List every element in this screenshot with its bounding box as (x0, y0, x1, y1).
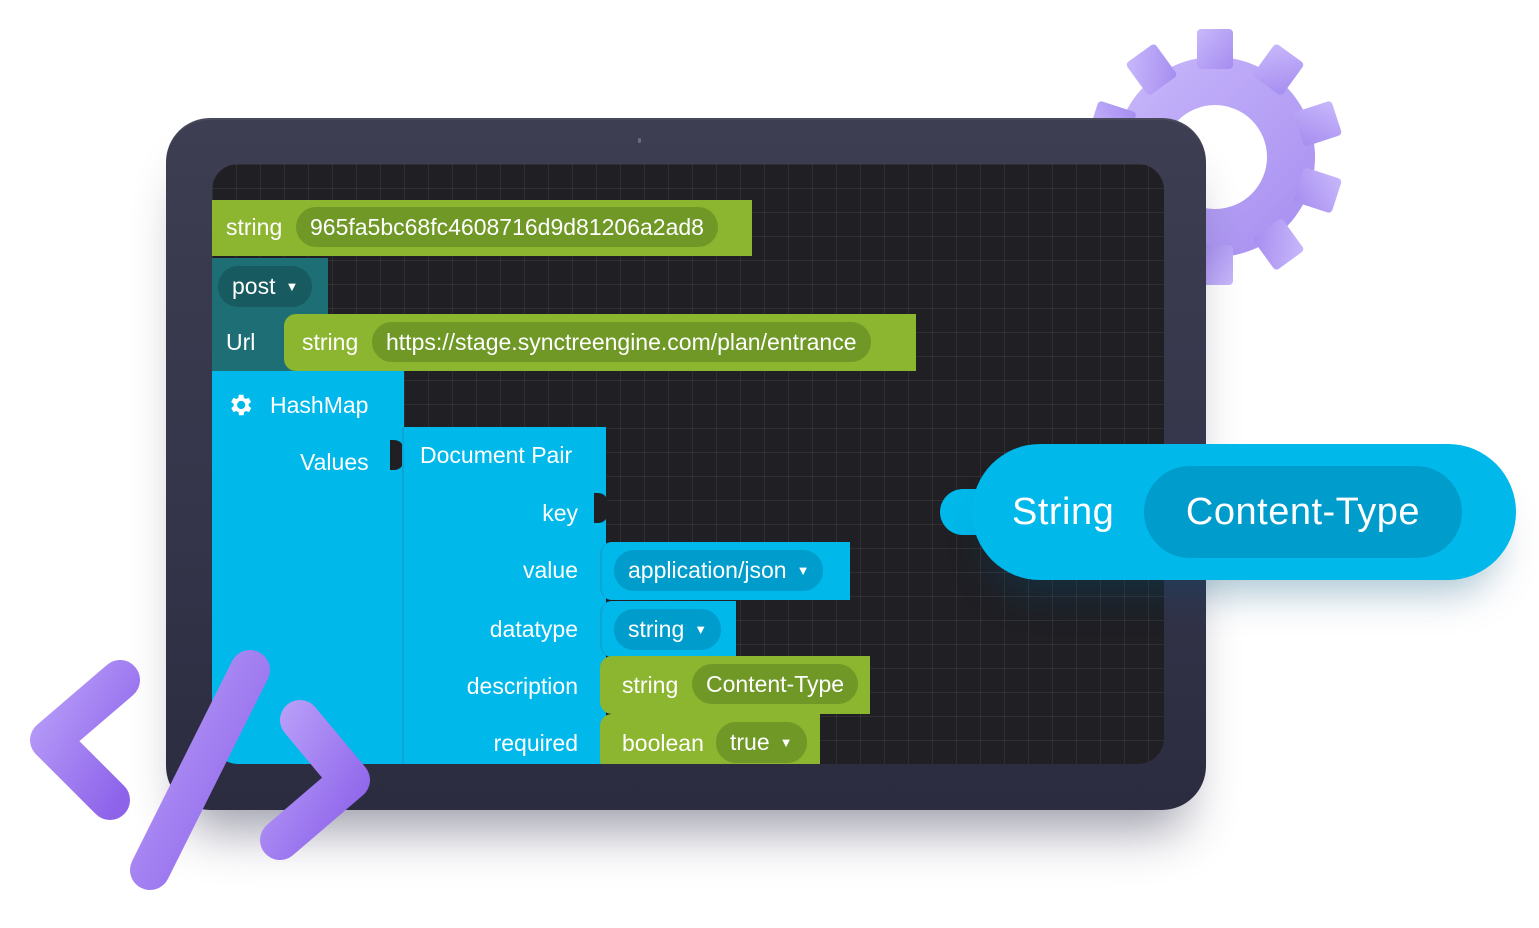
value-dropdown-block[interactable]: application/json ▼ (600, 542, 850, 600)
required-label: required (493, 730, 578, 756)
blocks-workspace[interactable]: string 965fa5bc68fc4608716d9d81206a2ad8 … (212, 164, 1164, 764)
required-boolean-block[interactable]: boolean true ▼ (600, 714, 820, 764)
hashmap-block[interactable]: HashMap Values (212, 371, 404, 764)
value-option: application/json (628, 557, 787, 583)
settings-icon[interactable] (226, 391, 254, 419)
url-value-field[interactable]: https://stage.synctreengine.com/plan/ent… (372, 322, 871, 362)
tablet-camera (638, 138, 641, 143)
floating-block-value[interactable]: Content-Type (1144, 466, 1462, 558)
datatype-option: string (628, 616, 685, 642)
url-block[interactable]: Url (212, 314, 294, 371)
caret-down-icon: ▼ (779, 735, 793, 750)
method-value: post (232, 273, 276, 299)
values-socket (390, 440, 404, 470)
document-pair-block[interactable]: Document Pair key value datatype descrip… (402, 427, 606, 764)
caret-down-icon: ▼ (694, 622, 708, 637)
datatype-label: datatype (489, 616, 578, 642)
block-type-label: boolean (622, 730, 704, 756)
floating-block-type: String (1012, 491, 1115, 533)
value-label: value (523, 557, 578, 583)
required-option: true (730, 729, 770, 755)
method-block[interactable]: post ▼ (212, 258, 328, 314)
hashmap-title: HashMap (270, 392, 369, 418)
block-type-label: string (302, 329, 359, 355)
method-dropdown[interactable]: post ▼ (218, 266, 313, 307)
caret-down-icon: ▼ (285, 279, 299, 294)
description-string-block[interactable]: string Content-Type (600, 656, 870, 714)
key-label: key (542, 500, 578, 526)
value-dropdown[interactable]: application/json ▼ (614, 550, 824, 591)
datatype-dropdown-block[interactable]: string ▼ (600, 601, 736, 657)
description-label: description (466, 673, 578, 699)
block-type-label: string (622, 672, 679, 698)
block-type-label: string (226, 214, 283, 240)
string-value-field[interactable]: 965fa5bc68fc4608716d9d81206a2ad8 (296, 207, 718, 247)
caret-down-icon: ▼ (796, 563, 810, 578)
url-string-block[interactable]: string https://stage.synctreengine.com/p… (284, 314, 916, 371)
string-block[interactable]: string 965fa5bc68fc4608716d9d81206a2ad8 (212, 200, 752, 256)
datatype-dropdown[interactable]: string ▼ (614, 609, 722, 650)
values-label: Values (300, 449, 369, 475)
key-socket[interactable] (594, 493, 608, 523)
description-value-field[interactable]: Content-Type (692, 664, 859, 704)
document-pair-title: Document Pair (420, 442, 573, 468)
code-icon (30, 650, 370, 890)
required-dropdown[interactable]: true ▼ (716, 722, 807, 763)
url-label: Url (226, 329, 256, 355)
